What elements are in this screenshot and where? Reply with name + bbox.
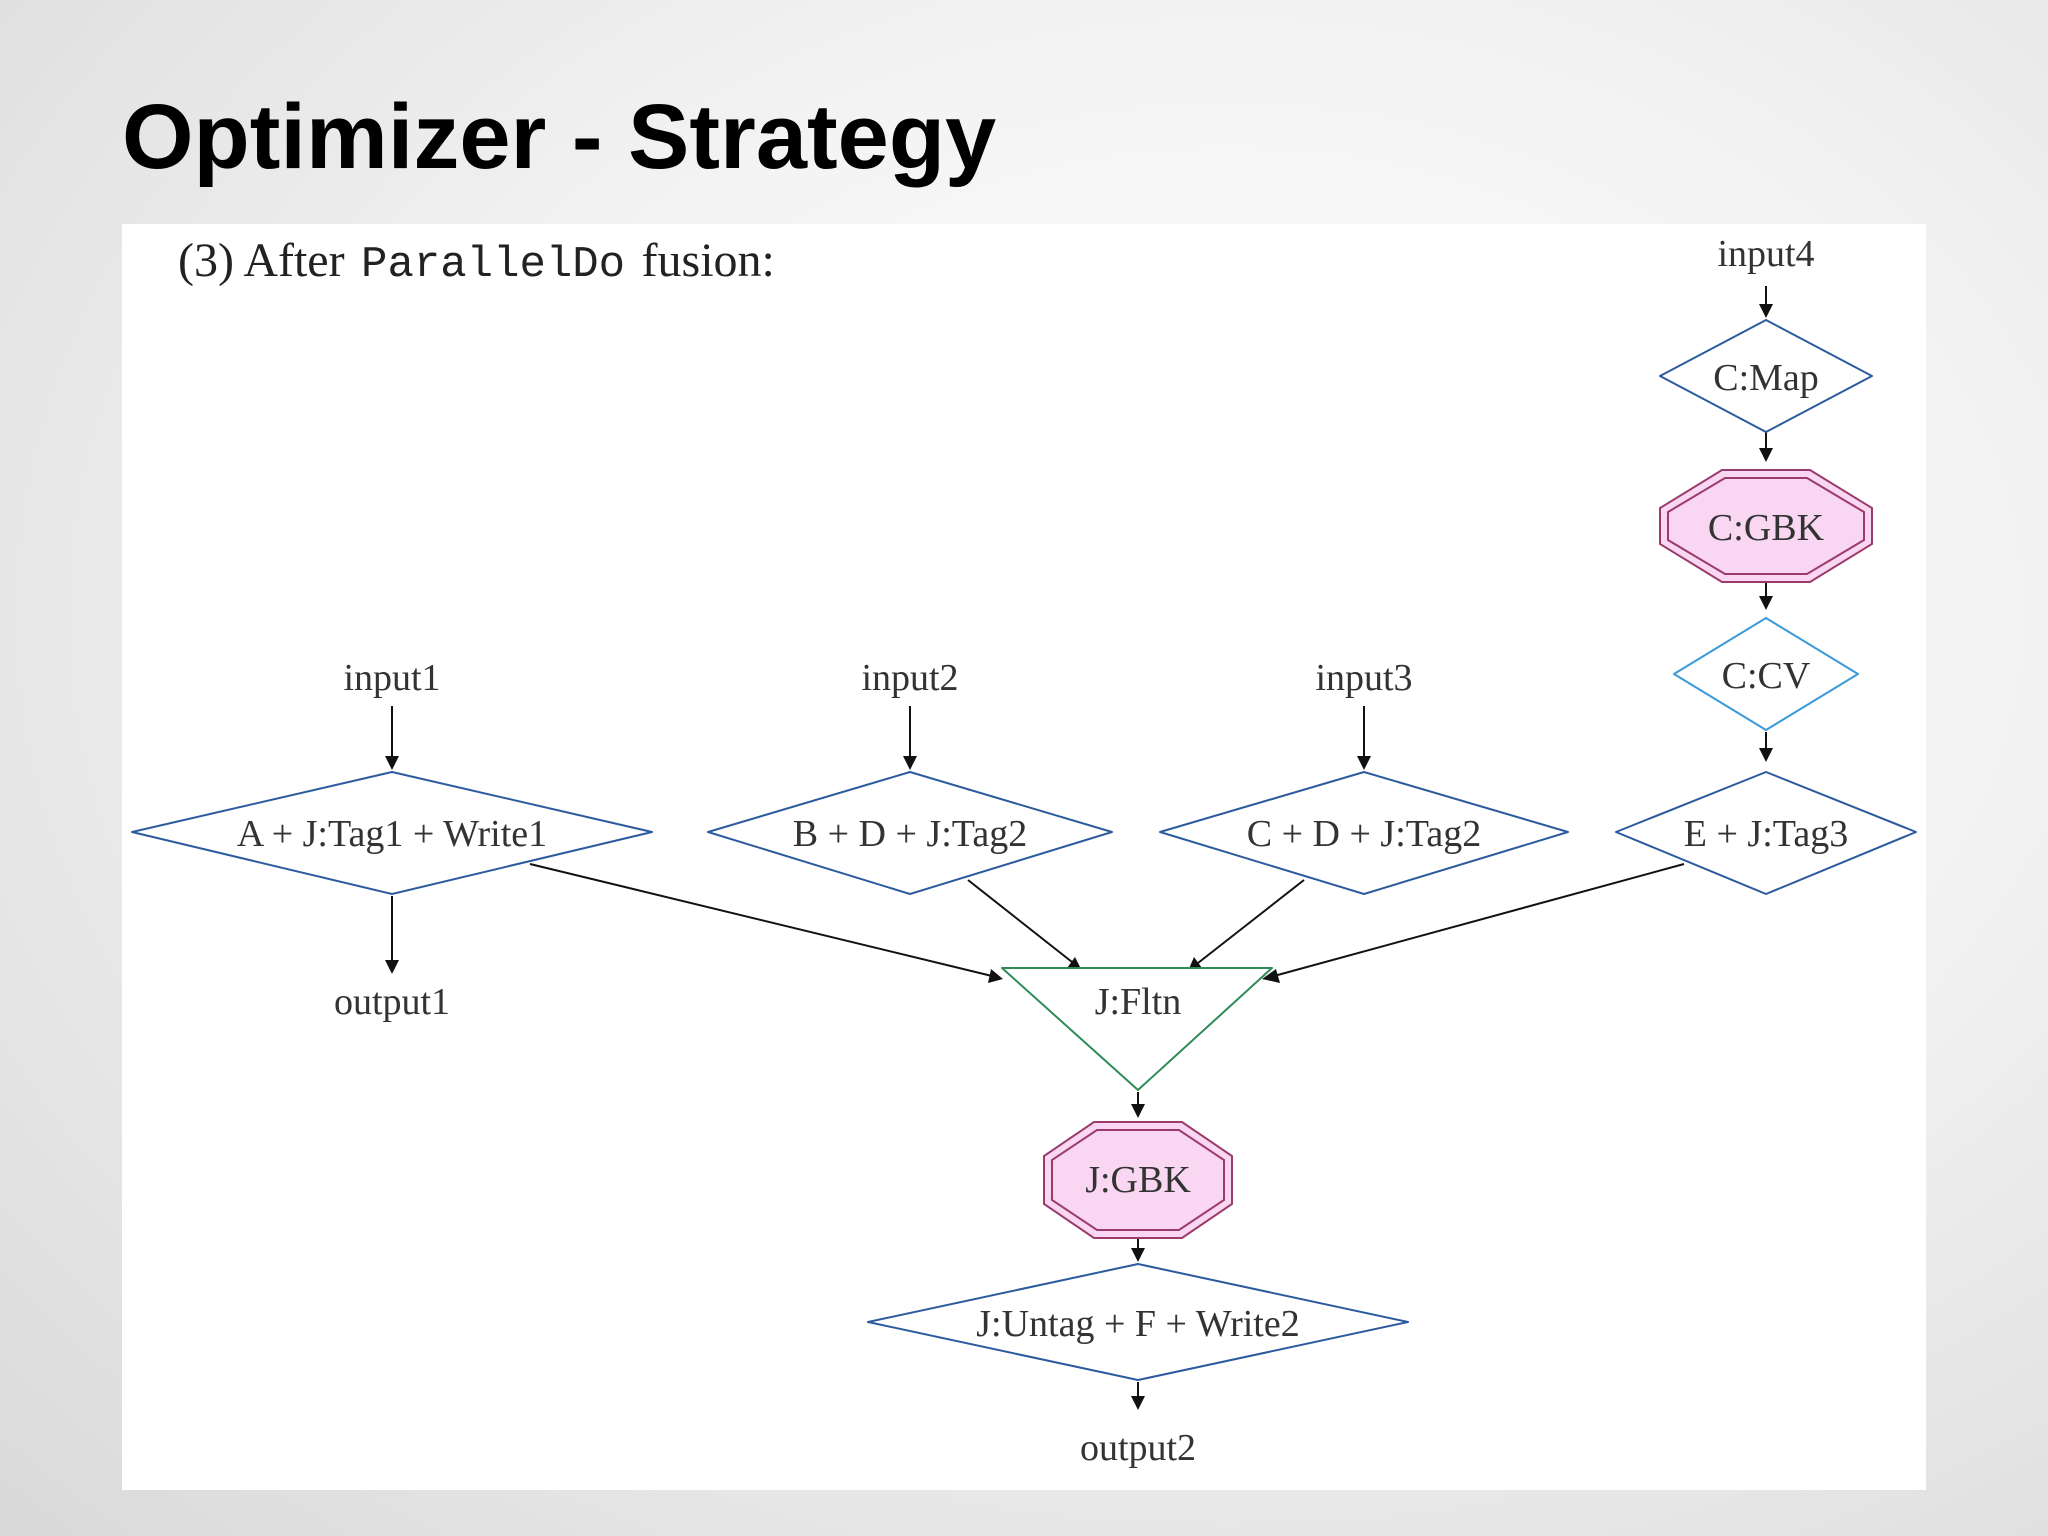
arrow-input4-cmap bbox=[1759, 304, 1773, 318]
node-cgbk-shape-inner bbox=[1667, 477, 1865, 575]
arrow-jfltn-jgbk bbox=[1131, 1104, 1145, 1118]
node-jgbk-shape-inner bbox=[1051, 1129, 1225, 1231]
node-cmap-label: C:Map bbox=[1713, 357, 1819, 399]
figure-caption: (3) After ParallelDo fusion: bbox=[178, 234, 775, 290]
arrow-pdo1-jfltn bbox=[988, 969, 1003, 983]
node-input1: input1 bbox=[343, 657, 440, 699]
node-ccv-shape bbox=[1673, 617, 1859, 731]
node-cgbk-shape-outer bbox=[1659, 469, 1873, 583]
node-cgbk-label: C:GBK bbox=[1708, 507, 1825, 549]
node-jgbk-shape-outer bbox=[1043, 1121, 1233, 1239]
node-cmap-shape bbox=[1659, 319, 1873, 433]
arrow-jgbk-juntag bbox=[1131, 1248, 1145, 1262]
arrow-pdo4-jfltn bbox=[1262, 969, 1280, 983]
edge-pdo4-jfltn bbox=[1273, 863, 1685, 977]
node-jfltn-shape bbox=[1001, 967, 1273, 1091]
pipeline-diagram: (3) After ParallelDo fusion: bbox=[131, 233, 1917, 1469]
slide-title: Optimizer - Strategy bbox=[122, 86, 997, 188]
edge-pdo3-jfltn bbox=[1197, 879, 1305, 964]
node-jgbk-label: J:GBK bbox=[1085, 1159, 1191, 1201]
caption-code: ParallelDo bbox=[361, 240, 625, 290]
arrow-input2-pdo2 bbox=[903, 756, 917, 770]
edge-pdo2-jfltn bbox=[967, 879, 1073, 963]
arrow-input3-pdo3 bbox=[1357, 756, 1371, 770]
node-pdo4-shape bbox=[1615, 771, 1917, 895]
node-juntag-shape bbox=[867, 1263, 1409, 1381]
caption-suffix: fusion: bbox=[642, 234, 775, 287]
node-output2: output2 bbox=[1080, 1427, 1196, 1469]
node-pdo1-label: A + J:Tag1 + Write1 bbox=[237, 813, 547, 855]
node-pdo2-label: B + D + J:Tag2 bbox=[793, 813, 1027, 855]
node-pdo3-label: C + D + J:Tag2 bbox=[1247, 813, 1481, 855]
node-input4: input4 bbox=[1717, 233, 1814, 275]
arrow-cmap-cgbk bbox=[1759, 448, 1773, 462]
node-pdo2-shape bbox=[707, 771, 1113, 895]
node-output1: output1 bbox=[334, 981, 450, 1023]
caption-prefix: (3) After bbox=[178, 234, 345, 287]
node-pdo3-shape bbox=[1159, 771, 1569, 895]
node-input2: input2 bbox=[861, 657, 958, 699]
node-juntag-label: J:Untag + F + Write2 bbox=[976, 1303, 1300, 1345]
arrow-input1-pdo1 bbox=[385, 756, 399, 770]
arrow-ccv-pdo4 bbox=[1759, 748, 1773, 762]
node-input3: input3 bbox=[1315, 657, 1412, 699]
edge-pdo1-jfltn bbox=[529, 863, 993, 977]
node-ccv-label: C:CV bbox=[1722, 655, 1811, 697]
node-jfltn-label: J:Fltn bbox=[1095, 981, 1182, 1023]
arrow-juntag-output2 bbox=[1131, 1396, 1145, 1410]
node-pdo1-shape bbox=[131, 771, 653, 895]
node-pdo4-label: E + J:Tag3 bbox=[1684, 813, 1848, 855]
arrow-cgbk-ccv bbox=[1759, 596, 1773, 610]
arrow-pdo1-output1 bbox=[385, 960, 399, 974]
diagram-panel: (3) After ParallelDo fusion: bbox=[122, 224, 1926, 1490]
